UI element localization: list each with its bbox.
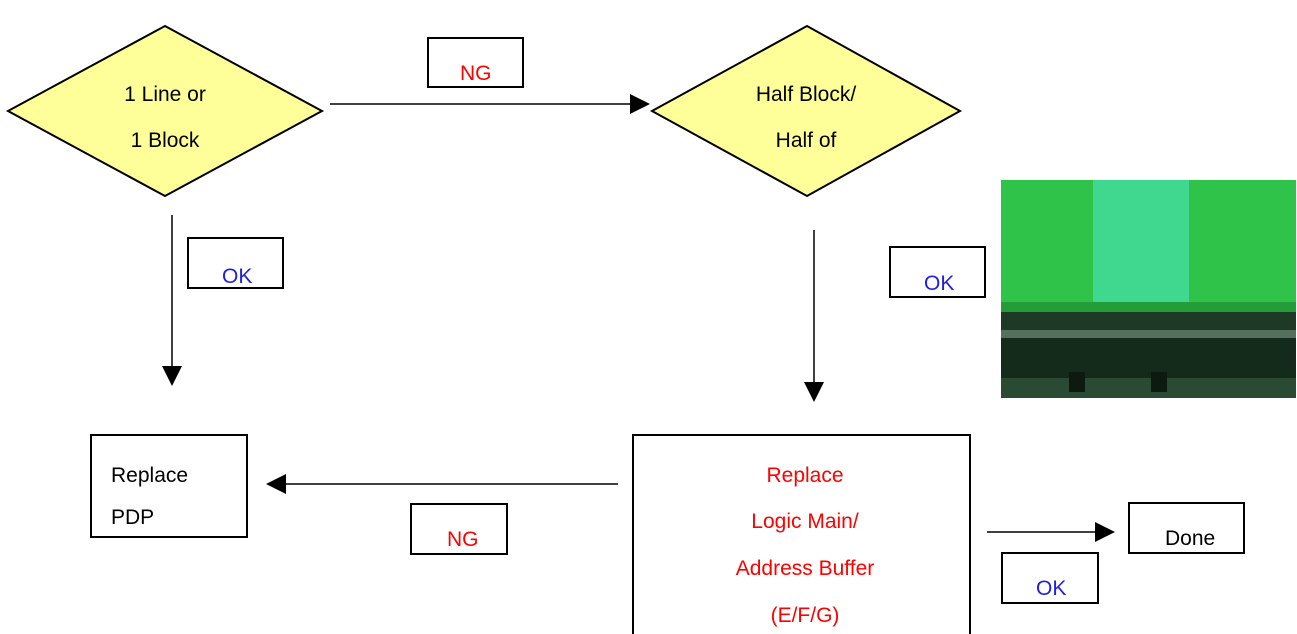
decision1-line2: 1 Block (130, 129, 200, 152)
ok-label-box-mid: OK (889, 246, 986, 298)
arrow-ok-left-head (162, 366, 182, 386)
done-label: Done (1165, 527, 1216, 550)
replace-logic-line4: (E/F/G) (770, 604, 840, 627)
ok-label-box-bottom: OK (1001, 552, 1099, 604)
replace-logic-line2: Logic Main/ (751, 510, 859, 533)
decision2-line2: Half of (775, 129, 837, 152)
decision1-line1: 1 Line or (124, 83, 206, 106)
replace-pdp-line2: PDP (111, 506, 155, 529)
ok-label-bottom: OK (1036, 577, 1067, 600)
green-screen-image (1001, 180, 1296, 398)
replace-logic-line1: Replace (766, 464, 844, 487)
arrow-ok-bottom-head (1095, 522, 1115, 542)
ok-label-left: OK (222, 265, 253, 288)
arrow-ng-top-head (630, 94, 650, 114)
replace-logic-line3: Address Buffer (735, 557, 875, 580)
decision2-line1: Half Block/ (755, 83, 857, 106)
decision-diamond-line-block (5, 24, 325, 198)
ok-label-mid: OK (924, 272, 955, 295)
replace-logic-box: Replace Logic Main/ Address Buffer (E/F/… (632, 434, 971, 634)
done-box: Done (1128, 502, 1245, 554)
replace-pdp-line1: Replace (111, 464, 189, 487)
ng-label-bottom: NG (447, 528, 479, 551)
replace-pdp-box: Replace PDP (90, 434, 248, 538)
arrow-ok-mid-head (804, 382, 824, 402)
ng-label-box-top: NG (427, 37, 524, 88)
green-screen-photo (1001, 180, 1296, 398)
ng-label-top: NG (460, 62, 492, 85)
ng-label-box-bottom: NG (410, 503, 508, 555)
arrow-ng-bottom-head (266, 474, 286, 494)
ok-label-box-left: OK (187, 237, 284, 289)
decision-diamond-half-block (649, 24, 963, 198)
